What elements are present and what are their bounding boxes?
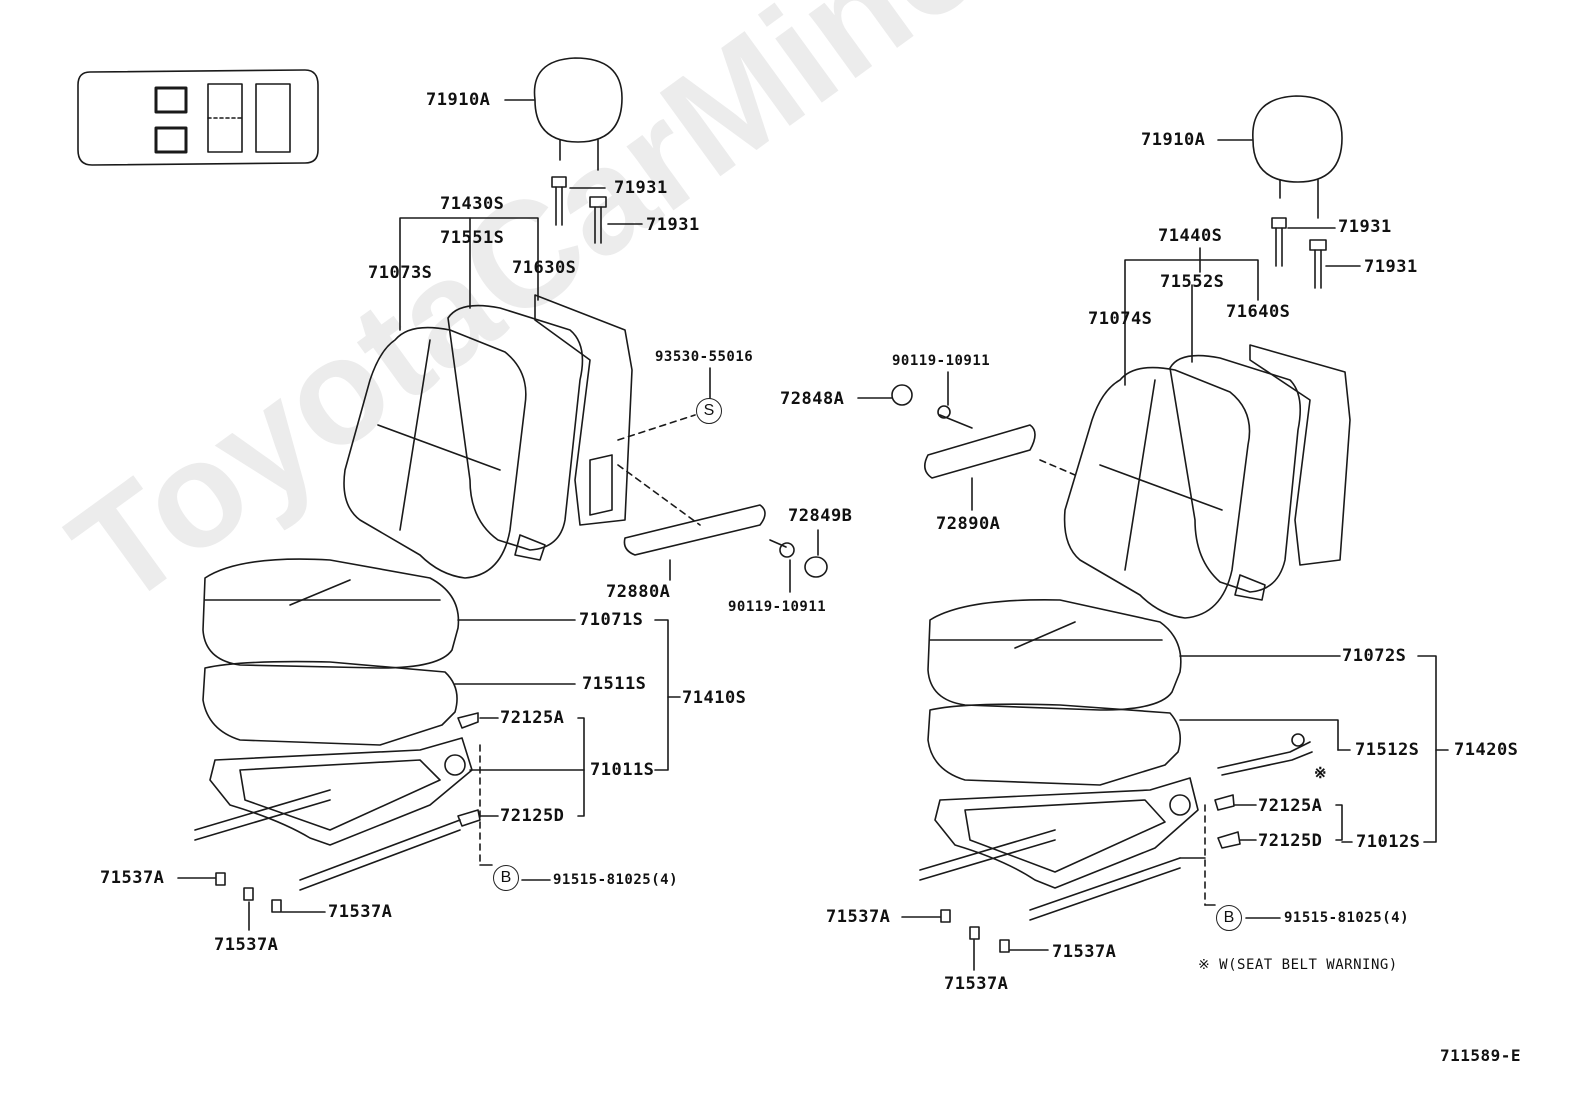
label-left-cushion-cover: 71511S bbox=[582, 674, 647, 694]
label-left-bolt-s: 93530-55016 bbox=[655, 349, 754, 365]
label-right-frame: 71012S bbox=[1356, 832, 1421, 852]
label-right-cap-3: 71537A bbox=[1052, 942, 1117, 962]
label-left-cover-d: 72125D bbox=[500, 806, 565, 826]
seat-belt-warning-mark: ※ bbox=[1314, 764, 1328, 782]
seat-layout-key bbox=[77, 69, 319, 166]
right-leader-lines bbox=[857, 139, 1449, 971]
label-left-bolt-b: 91515-81025(4) bbox=[553, 872, 679, 888]
label-left-frame: 71011S bbox=[590, 760, 655, 780]
label-right-support-2: 71931 bbox=[1364, 257, 1418, 277]
callout-s-left: S bbox=[696, 398, 722, 424]
callout-b-left: B bbox=[493, 865, 519, 891]
label-left-cap-2: 71537A bbox=[214, 935, 279, 955]
label-right-cover-a: 72125A bbox=[1258, 796, 1323, 816]
label-right-cap-2: 71537A bbox=[944, 974, 1009, 994]
left-seat-drawing bbox=[194, 57, 828, 913]
label-right-bolt-b: 91515-81025(4) bbox=[1284, 910, 1410, 926]
label-left-cap-1: 71537A bbox=[100, 868, 165, 888]
label-right-back-cover: 71552S bbox=[1160, 272, 1225, 292]
label-right-screw: 90119-10911 bbox=[892, 353, 991, 369]
label-right-back-pad: 71074S bbox=[1088, 309, 1153, 329]
label-right-back-assy: 71440S bbox=[1158, 226, 1223, 246]
label-right-cushion-pad: 71072S bbox=[1342, 646, 1407, 666]
label-left-cover-a: 72125A bbox=[500, 708, 565, 728]
label-right-cover-d: 72125D bbox=[1258, 831, 1323, 851]
label-right-back-frame: 71640S bbox=[1226, 302, 1291, 322]
diagram-id: 711589-E bbox=[1440, 1046, 1522, 1065]
label-left-cap-3: 71537A bbox=[328, 902, 393, 922]
label-right-cap-1: 71537A bbox=[826, 907, 891, 927]
label-left-screw: 90119-10911 bbox=[728, 599, 827, 615]
right-seat-drawing bbox=[891, 95, 1351, 953]
left-leader-lines bbox=[177, 99, 819, 931]
label-left-support-1: 71931 bbox=[614, 178, 668, 198]
label-left-back-cover: 71551S bbox=[440, 228, 505, 248]
callout-b-right: B bbox=[1216, 905, 1242, 931]
label-right-cap: 72848A bbox=[780, 389, 845, 409]
seat-belt-warning-note: ※ W(SEAT BELT WARNING) bbox=[1198, 957, 1398, 973]
label-left-knob: 72880A bbox=[606, 582, 671, 602]
label-right-support-1: 71931 bbox=[1338, 217, 1392, 237]
label-left-cushion-assy: 71410S bbox=[682, 688, 747, 708]
label-right-cushion-assy: 71420S bbox=[1454, 740, 1519, 760]
label-left-back-frame: 71630S bbox=[512, 258, 577, 278]
label-right-cushion-cover: 71512S bbox=[1355, 740, 1420, 760]
label-left-headrest: 71910A bbox=[426, 90, 491, 110]
label-left-support-2: 71931 bbox=[646, 215, 700, 235]
label-right-knob: 72890A bbox=[936, 514, 1001, 534]
label-left-back-pad: 71073S bbox=[368, 263, 433, 283]
label-left-cushion-pad: 71071S bbox=[579, 610, 644, 630]
label-left-back-assy: 71430S bbox=[440, 194, 505, 214]
label-left-cap: 72849B bbox=[788, 506, 853, 526]
label-right-headrest: 71910A bbox=[1141, 130, 1206, 150]
